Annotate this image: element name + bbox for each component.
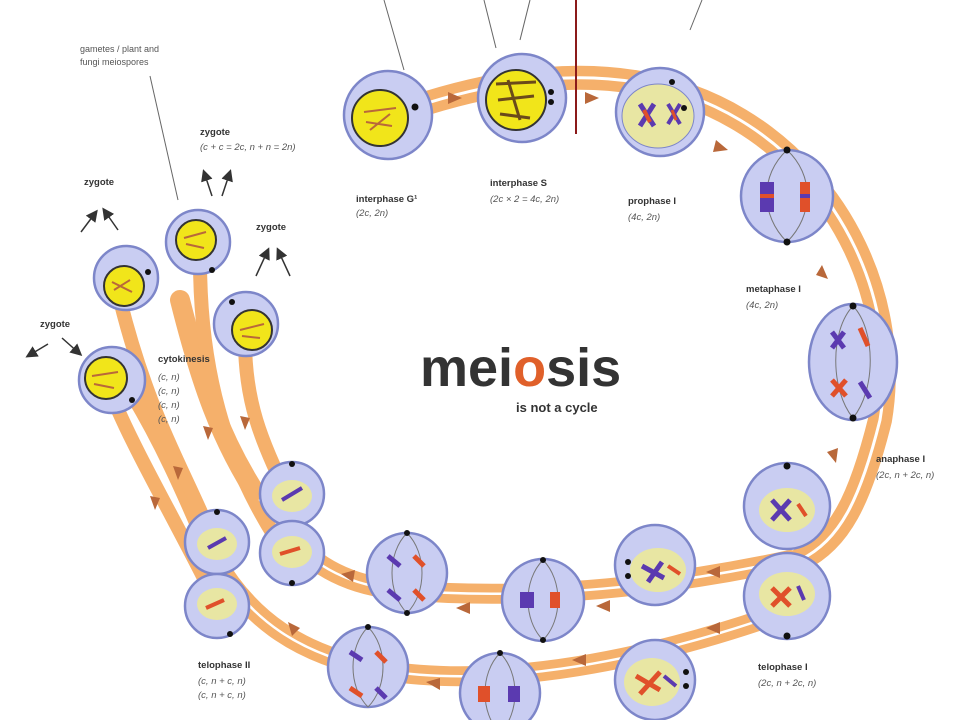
title-text-o: o: [513, 338, 546, 398]
gametes-note-line2: fungi meiospores: [80, 57, 149, 67]
interphase-g1-formula: (2c, 2n): [356, 208, 388, 219]
anaphase-1-formula: (2c, n + 2c, n): [876, 470, 934, 481]
metaphase-1-formula: (4c, 2n): [746, 300, 778, 311]
anaphase-1-label: anaphase I: [876, 454, 925, 465]
cytokinesis-line-1: (c, n): [158, 372, 180, 383]
zygote-main-label: zygote: [200, 127, 230, 138]
cell-metaphase-1: [739, 146, 835, 246]
flow-arrow-icon: [456, 602, 470, 614]
flow-arrow-icon: [240, 416, 250, 430]
flow-arrows: [150, 92, 838, 690]
cell-prophase-2-lower: [613, 638, 697, 720]
gamete-cell-3: [212, 290, 280, 358]
cell-interphase-s: [476, 52, 568, 144]
telophase-1-formula: (2c, n + 2c, n): [758, 678, 816, 689]
cytokinesis-label: cytokinesis: [158, 354, 210, 365]
callout-lines: [149, 0, 703, 201]
flow-arrow-icon: [448, 92, 462, 104]
cell-telophase-2-upper: [258, 460, 326, 587]
interphase-g1-label: interphase G¹: [356, 194, 417, 205]
cytokinesis-line-2: (c, n): [158, 386, 180, 397]
svg-text:meiosis: meiosis: [420, 338, 621, 398]
metaphase-1-label: metaphase I: [746, 284, 801, 295]
zygote-left-top-label: zygote: [84, 177, 114, 188]
telophase-1-label: telophase I: [758, 662, 808, 673]
flow-arrow-icon: [426, 678, 440, 690]
cell-prophase-2-upper: [613, 523, 697, 607]
flow-arrow-icon: [706, 566, 720, 578]
cell-prophase-1: [614, 66, 706, 158]
cell-anaphase-1: [807, 302, 899, 422]
interphase-s-label: interphase S: [490, 178, 547, 189]
interphase-s-formula: (2c × 2 = 4c, 2n): [490, 194, 559, 205]
gamete-cell-2: [92, 244, 160, 312]
cell-metaphase-2-lower: [458, 650, 542, 720]
gamete-cell-1: [164, 208, 232, 276]
zygote-main-formula: (c + c = 2c, n + n = 2n): [200, 142, 296, 153]
flow-arrow-icon: [341, 570, 355, 582]
cytokinesis-line-3: (c, n): [158, 400, 180, 411]
zygote-right-label: zygote: [256, 222, 286, 233]
gamete-cell-4: [77, 345, 147, 415]
telophase-2-formula-2: (c, n + c, n): [198, 690, 246, 701]
cell-telophase-1: [742, 461, 832, 641]
title-text-pre: mei: [420, 338, 513, 398]
prophase-1-formula: (4c, 2n): [628, 212, 660, 223]
cytokinesis-line-4: (c, n): [158, 414, 180, 425]
zygote-arrows: [25, 169, 291, 358]
flow-arrow-icon: [203, 426, 213, 440]
flow-arrow-icon: [572, 654, 586, 666]
telophase-2-label: telophase II: [198, 660, 250, 671]
gametes-note-line1: gametes / plant and: [80, 44, 159, 54]
flow-arrow-icon: [288, 622, 300, 636]
cell-anaphase-2-lower: [326, 624, 410, 709]
zygote-left-label: zygote: [40, 319, 70, 330]
cell-interphase-g1: [342, 69, 434, 161]
flow-arrow-icon: [585, 92, 599, 104]
telophase-2-formula-1: (c, n + c, n): [198, 676, 246, 687]
flow-arrow-icon: [596, 600, 610, 612]
title-block: meiosis is not a cycle: [420, 338, 621, 415]
flow-arrow-icon: [150, 496, 160, 510]
flow-arrow-icon: [173, 466, 183, 480]
flow-arrow-icon: [816, 265, 828, 279]
title-subtitle: is not a cycle: [516, 400, 598, 415]
flow-arrow-icon: [706, 622, 720, 634]
cell-telophase-2-lower: [183, 508, 251, 640]
title-text-post: sis: [546, 338, 621, 398]
prophase-1-label: prophase I: [628, 196, 676, 207]
cell-metaphase-2-upper: [500, 557, 586, 643]
flow-arrow-icon: [713, 140, 728, 152]
flow-arrow-icon: [827, 448, 838, 463]
cell-anaphase-2-upper: [365, 530, 449, 616]
